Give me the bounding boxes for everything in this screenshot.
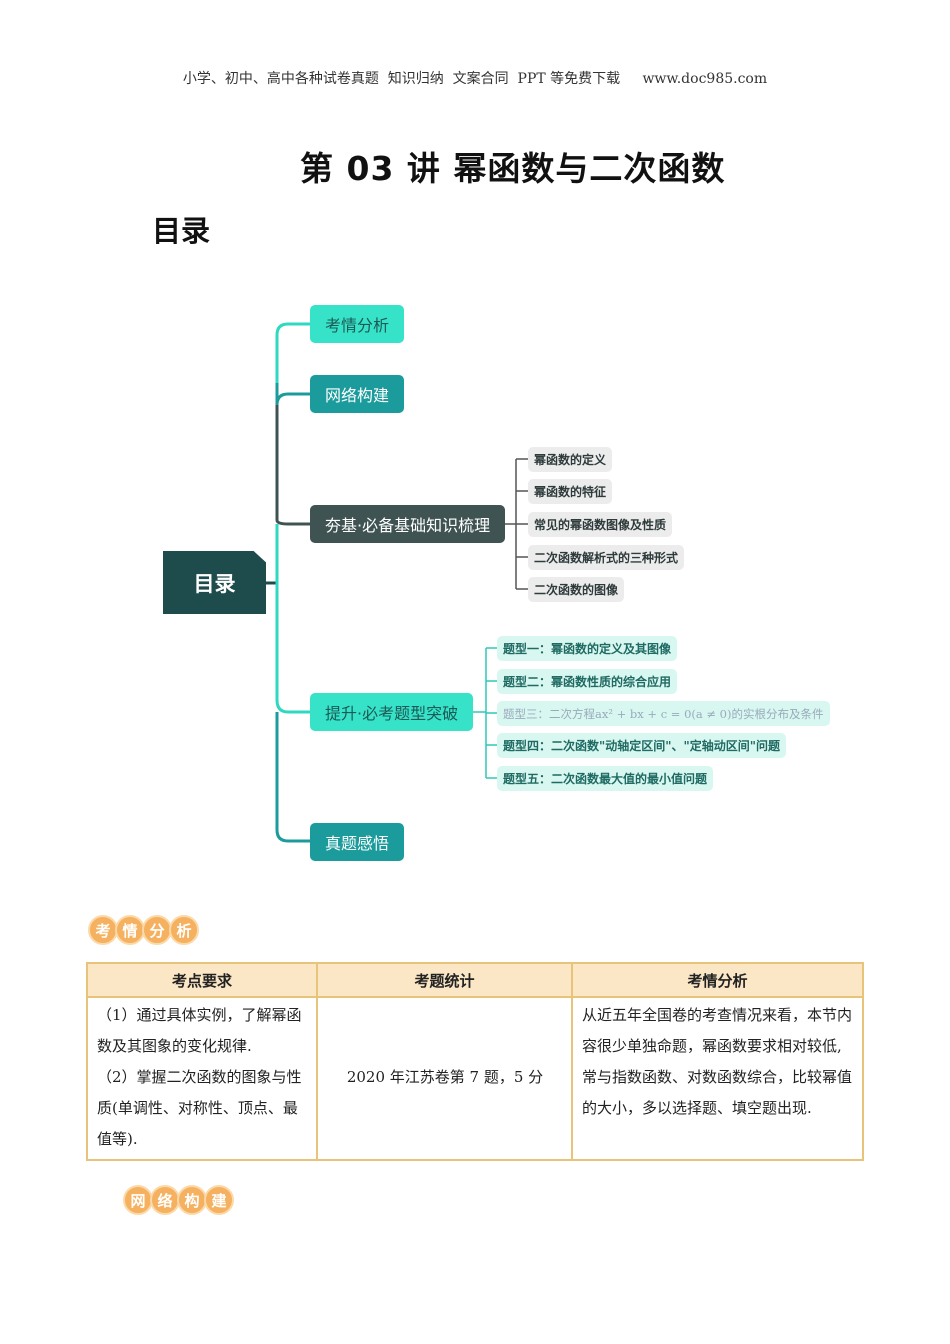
badge-char: 络: [150, 1185, 180, 1215]
badge-char: 情: [115, 915, 145, 945]
badge-char: 构: [177, 1185, 207, 1215]
type-item[interactable]: 题型二：幂函数性质的综合应用: [497, 669, 678, 694]
statistics-cell: 2020 年江苏卷第 7 题，5 分: [316, 996, 573, 1161]
basics-item[interactable]: 二次函数的图像: [528, 577, 625, 602]
badge-char: 分: [142, 915, 172, 945]
type-item[interactable]: 题型五：二次函数最大值的最小值问题: [497, 766, 714, 791]
exam-analysis-table: 考点要求 考题统计 考情分析 （1）通过具体实例，了解幂函数及其图象的变化规律.…: [86, 962, 864, 1161]
mindmap-root: 目录: [163, 551, 266, 614]
page-header: 小学、初中、高中各种试卷真题 知识归纳 文案合同 PPT 等免费下载 www.d…: [182, 71, 768, 87]
table-header: 考题统计: [316, 962, 573, 998]
basics-item[interactable]: 幂函数的定义: [528, 447, 613, 472]
badge-char: 析: [169, 915, 199, 945]
badge-char: 建: [204, 1185, 234, 1215]
type-item[interactable]: 题型一：幂函数的定义及其图像: [497, 636, 678, 661]
table-header: 考点要求: [86, 962, 318, 998]
exam-analysis-badge: 考情分析: [88, 915, 199, 945]
type-item[interactable]: 题型三：二次方程ax² + bx + c = 0(a ≠ 0)的实根分布及条件: [497, 701, 830, 726]
mindmap-connectors: [266, 322, 528, 843]
badge-char: 网: [123, 1185, 153, 1215]
table-header: 考情分析: [571, 962, 864, 998]
type-item[interactable]: 题型四：二次函数"动轴定区间"、"定轴动区间"问题: [497, 733, 787, 758]
analysis-cell: 从近五年全国卷的考查情况来看，本节内容很少单独命题，幂函数要求相对较低, 常与指…: [571, 996, 864, 1161]
basics-item[interactable]: 常见的幂函数图像及性质: [528, 512, 673, 537]
requirements-cell: （1）通过具体实例，了解幂函数及其图象的变化规律. （2）掌握二次函数的图象与性…: [86, 996, 318, 1161]
basics-item[interactable]: 幂函数的特征: [528, 479, 613, 504]
branch-exam-analysis[interactable]: 考情分析: [310, 305, 405, 343]
badge-char: 考: [88, 915, 118, 945]
branch-network[interactable]: 网络构建: [310, 375, 405, 413]
basics-item[interactable]: 二次函数解析式的三种形式: [528, 545, 685, 570]
branch-real-exam[interactable]: 真题感悟: [310, 823, 405, 861]
page-title: 第 03 讲 幂函数与二次函数: [300, 149, 726, 188]
branch-basics[interactable]: 夯基·必备基础知识梳理: [310, 505, 506, 543]
network-badge: 网络构建: [123, 1185, 234, 1215]
branch-types[interactable]: 提升·必考题型突破: [310, 693, 474, 731]
toc-heading: 目录: [152, 214, 211, 248]
